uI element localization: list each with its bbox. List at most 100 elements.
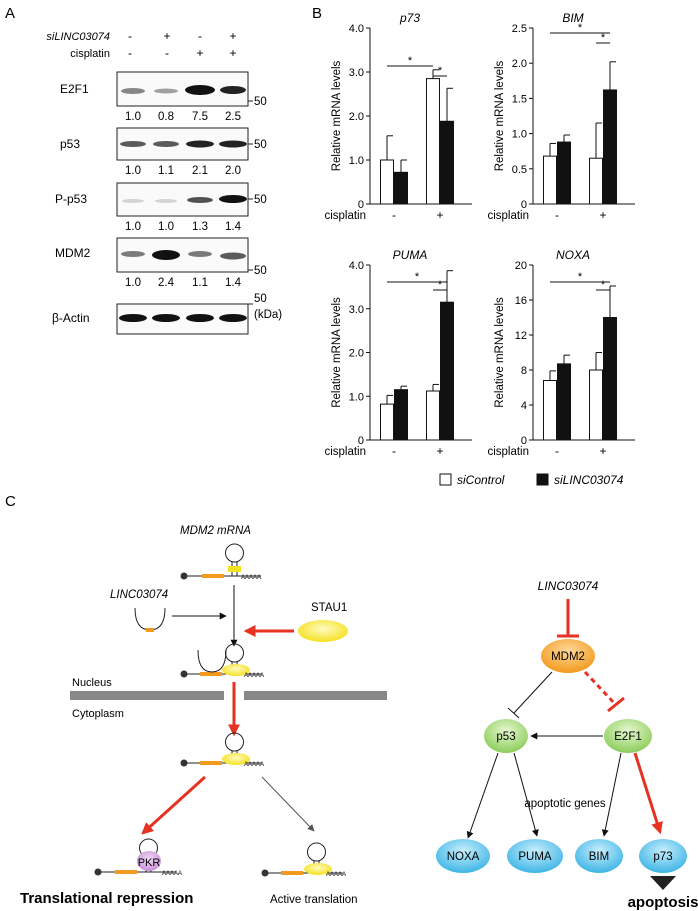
blot-beta-actin: β-Actin 50 (kDa) [52,293,282,335]
cap-icon [180,572,188,580]
y-tick-label: 8 [521,365,527,377]
x-tick-label: + [436,208,443,222]
band [220,252,246,260]
band [188,251,212,257]
bar [543,380,557,441]
blot-label: P-p53 [55,192,87,206]
stau1-protein-icon [222,664,250,676]
node-p53 [484,719,528,753]
sign: - [198,29,202,43]
active-label: Active translation [270,894,358,906]
header-label-cisplatin: cisplatin [70,48,110,60]
sign: - [128,46,132,60]
node-noxa [436,839,490,873]
loop-icon [225,643,244,663]
node-label-mdm2: MDM2 [551,651,585,663]
sign-row-1: - + - + [128,29,237,43]
nuclear-membrane-left [70,691,224,700]
complex-active: AAAAA [261,842,346,878]
bar [603,89,617,205]
loop-icon [225,543,244,563]
complex-cytoplasm: AAAAA [180,732,264,768]
node-label-p73: p73 [653,851,672,863]
bar [426,78,440,205]
node-bim [575,839,623,873]
bar [394,389,408,441]
y-tick-label: 0.5 [512,164,527,176]
blot-label: MDM2 [55,246,91,260]
bar [380,403,394,441]
legend-swatch-control [439,473,452,486]
blot-label: β-Actin [52,311,90,325]
node-label-puma: PUMA [518,851,552,863]
band [220,86,246,94]
band-value: 1.1 [158,165,174,177]
inhibit-mdm2-p53 [513,671,553,714]
y-tick-label: 0 [358,435,364,447]
cap-icon [180,670,188,678]
kda-label: (kDa) [254,309,282,321]
chart-title: BIM [562,11,583,25]
x-tick-label: + [599,208,606,222]
node-e2f1 [604,719,652,753]
sign: + [196,46,203,60]
x-tick-label: - [555,208,559,222]
significance-mark: * [601,32,606,44]
blot-mdm2: MDM2 1.0 2.4 1.1 1.4 50 [55,237,267,289]
band-value: 2.4 [158,277,175,289]
band [155,199,177,203]
cap-icon [261,869,269,877]
node-label-bim: BIM [589,851,609,863]
panel-c-network: LINC03074 MDM2 p53 E2F1 apoptotic genes … [436,579,698,911]
y-tick-label: 1.0 [349,155,364,167]
y-tick-label: 3.0 [349,304,364,316]
marker-label: 50 [254,293,267,305]
y-tick-label: 20 [515,260,527,272]
significance-mark: * [415,271,420,283]
stau1-protein-icon [222,753,250,765]
band-value: 1.0 [125,111,141,123]
chart-title: PUMA [393,248,428,262]
stau-label: STAU1 [311,602,347,614]
arrow-p53-noxa [466,752,499,839]
band [154,88,178,94]
y-tick-label: 4.0 [349,23,364,35]
sign: - [128,29,132,43]
x-axis-label: cisplatin [487,446,529,458]
band-value: 2.0 [225,165,241,177]
chart-legend: siControl siLINC03074 [439,473,624,487]
band [219,140,247,148]
panel-c-mechanism: MDM2 mRNA AAAAA LINC03074 STAU1 [20,525,387,907]
y-tick-label: 0 [521,199,527,211]
band-value: 1.0 [125,165,141,177]
band-value: 1.1 [192,277,208,289]
panel-a-western-blot: siLINC03074 cisplatin - + - + - - + + E2… [46,29,282,335]
cap-icon [94,868,102,876]
band [152,314,180,322]
y-axis-label: Relative mRNA levels [494,297,506,408]
stau1-protein-icon [298,620,348,642]
y-axis-label: Relative mRNA levels [331,297,343,408]
panel-label-a: A [5,5,15,22]
bar [603,317,617,441]
mrna-cds [200,672,222,676]
panel-label-c: C [5,493,16,510]
blot-p53: p53 1.0 1.1 2.1 2.0 50 [60,127,267,177]
sign: + [229,46,236,60]
node-label-p53: p53 [496,731,515,743]
x-tick-label: - [392,444,396,458]
x-axis-label: cisplatin [487,210,529,222]
bar [589,157,603,205]
repression-label: Translational repression [20,890,193,907]
bar [394,171,408,205]
band [152,250,180,260]
stau-binding-site [228,566,241,572]
x-tick-label: + [599,444,606,458]
y-tick-label: 12 [515,330,527,342]
marker-label: 50 [254,96,267,108]
bar [557,141,571,205]
